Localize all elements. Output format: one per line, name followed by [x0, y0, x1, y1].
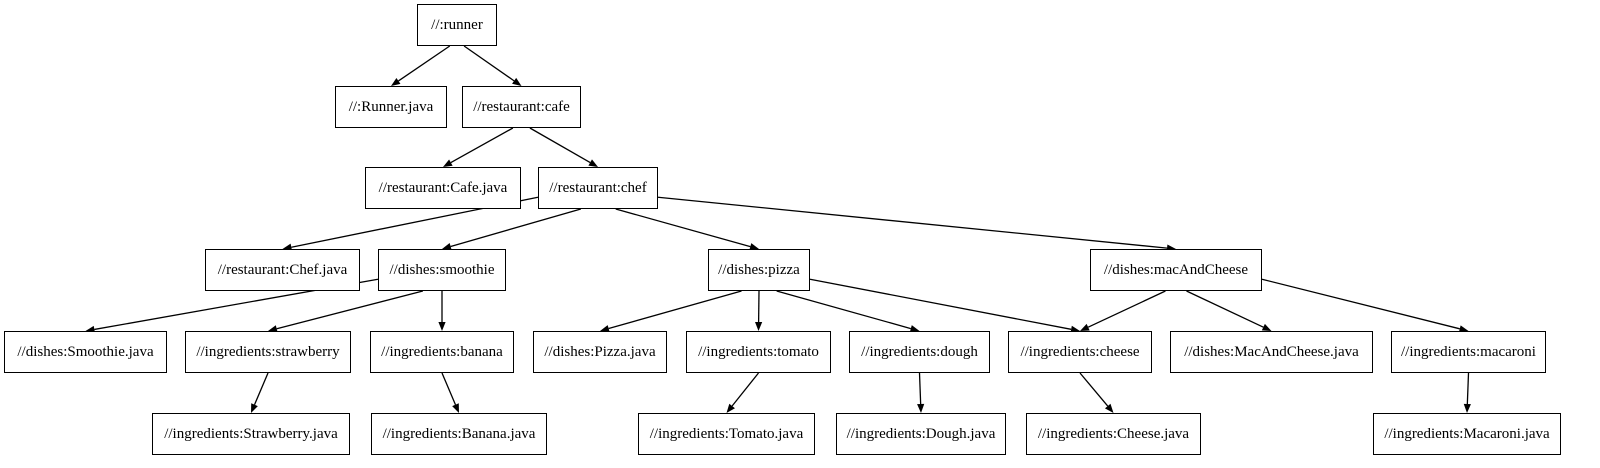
graph-node-restaurant-cafe[interactable]: //restaurant:cafe	[462, 86, 581, 128]
graph-node-label: //ingredients:dough	[861, 343, 978, 360]
graph-node-label: //ingredients:Banana.java	[382, 425, 536, 442]
graph-node-dishes-smoothiejava[interactable]: //dishes:Smoothie.java	[4, 331, 167, 373]
graph-node-label: //ingredients:Dough.java	[846, 425, 996, 442]
graph-edge-arrowhead	[588, 159, 598, 167]
graph-node-ing-tomato[interactable]: //ingredients:tomato	[686, 331, 831, 373]
graph-node-runner[interactable]: //:runner	[417, 4, 497, 46]
graph-edge-line	[450, 127, 514, 164]
graph-node-ing-tomatojava[interactable]: //ingredients:Tomato.java	[638, 413, 815, 455]
graph-node-ing-strawberry[interactable]: //ingredients:strawberry	[185, 331, 351, 373]
graph-node-label: //dishes:Smoothie.java	[17, 343, 154, 360]
graph-edge-line	[276, 290, 424, 330]
graph-node-ing-strawberryjava[interactable]: //ingredients:Strawberry.java	[152, 413, 350, 455]
graph-node-dishes-macandcheese[interactable]: //dishes:macAndCheese	[1090, 249, 1262, 291]
graph-node-ing-dough[interactable]: //ingredients:dough	[849, 331, 990, 373]
graph-node-label: //ingredients:Macaroni.java	[1384, 425, 1550, 442]
graph-node-label: //ingredients:banana	[381, 343, 503, 360]
graph-edge-line	[731, 372, 760, 407]
graph-edge-arrowhead	[755, 321, 763, 331]
graph-node-ing-bananajava[interactable]: //ingredients:Banana.java	[371, 413, 547, 455]
graph-node-label: //dishes:smoothie	[389, 261, 495, 278]
graph-node-label: //ingredients:macaroni	[1401, 343, 1536, 360]
graph-node-ing-banana[interactable]: //ingredients:banana	[370, 331, 514, 373]
graph-node-ing-macaronijava[interactable]: //ingredients:Macaroni.java	[1373, 413, 1561, 455]
graph-node-dishes-pizza[interactable]: //dishes:pizza	[708, 249, 810, 291]
graph-node-label: //ingredients:tomato	[698, 343, 819, 360]
graph-edge-line	[918, 372, 922, 405]
graph-edge-line	[529, 127, 591, 164]
graph-node-label: //ingredients:Cheese.java	[1037, 425, 1190, 442]
graph-edge-arrowhead	[438, 322, 446, 331]
graph-edge-arrowhead	[251, 403, 258, 413]
graph-edge-arrowhead	[391, 77, 401, 86]
graph-node-ing-cheesejava[interactable]: //ingredients:Cheese.java	[1026, 413, 1201, 455]
graph-edge-line	[809, 278, 1072, 330]
graph-node-dishes-smoothie[interactable]: //dishes:smoothie	[378, 249, 506, 291]
graph-edge-arrowhead	[452, 403, 459, 413]
graph-node-label: //ingredients:Tomato.java	[649, 425, 804, 442]
graph-node-label: //dishes:pizza	[718, 261, 800, 278]
graph-node-label: //dishes:Pizza.java	[544, 343, 656, 360]
graph-edge-line	[1261, 278, 1460, 330]
graph-edge-line	[1466, 372, 1470, 405]
graph-node-label: //restaurant:cafe	[473, 98, 570, 115]
graph-node-restaurant-chefjava[interactable]: //restaurant:Chef.java	[205, 249, 360, 291]
graph-edge-line	[441, 372, 457, 405]
graph-edge-line	[615, 208, 751, 248]
graph-edge-arrowhead	[917, 403, 925, 413]
graph-edge-arrowhead	[1080, 323, 1090, 331]
graph-edge-line	[1087, 290, 1166, 328]
graph-node-dishes-macjava[interactable]: //dishes:MacAndCheese.java	[1170, 331, 1373, 373]
graph-node-label: //restaurant:chef	[549, 179, 647, 196]
graph-edge-arrowhead	[443, 159, 453, 167]
graph-node-ing-doughjava[interactable]: //ingredients:Dough.java	[836, 413, 1006, 455]
graph-node-restaurant-cafejava[interactable]: //restaurant:Cafe.java	[365, 167, 521, 209]
graph-edge-line	[1186, 290, 1264, 328]
graph-node-dishes-pizzajava[interactable]: //dishes:Pizza.java	[533, 331, 667, 373]
graph-edge-arrowhead	[1104, 403, 1114, 413]
graph-node-label: //restaurant:Chef.java	[217, 261, 348, 278]
graph-node-label: //:runner	[431, 16, 483, 33]
graph-edge-line	[398, 45, 451, 82]
graph-node-label: //dishes:macAndCheese	[1103, 261, 1249, 278]
graph-node-ing-macaroni[interactable]: //ingredients:macaroni	[1391, 331, 1546, 373]
graph-edge-arrowhead	[1463, 403, 1471, 413]
graph-edge-arrowhead	[726, 403, 735, 413]
graph-edge-line	[1079, 372, 1109, 407]
graph-edge-line	[450, 208, 582, 248]
graph-edge-line	[776, 290, 912, 330]
graph-edge-line	[657, 196, 1168, 249]
graph-node-label: //ingredients:cheese	[1020, 343, 1140, 360]
graph-edge-line	[253, 372, 269, 405]
graph-edge-line	[608, 290, 742, 330]
graph-node-label: //ingredients:strawberry	[196, 343, 340, 360]
graph-node-label: //dishes:MacAndCheese.java	[1184, 343, 1359, 360]
graph-edge-arrowhead	[512, 77, 522, 86]
graph-node-label: //ingredients:Strawberry.java	[164, 425, 338, 442]
graph-edge-arrowhead	[1261, 323, 1272, 331]
graph-node-runner-java[interactable]: //:Runner.java	[335, 86, 447, 128]
graph-node-label: //:Runner.java	[348, 98, 434, 115]
graph-node-label: //restaurant:Cafe.java	[378, 179, 508, 196]
graph-node-restaurant-chef[interactable]: //restaurant:chef	[538, 167, 658, 209]
graph-edge-line	[463, 45, 515, 82]
graph-node-ing-cheese[interactable]: //ingredients:cheese	[1008, 331, 1152, 373]
